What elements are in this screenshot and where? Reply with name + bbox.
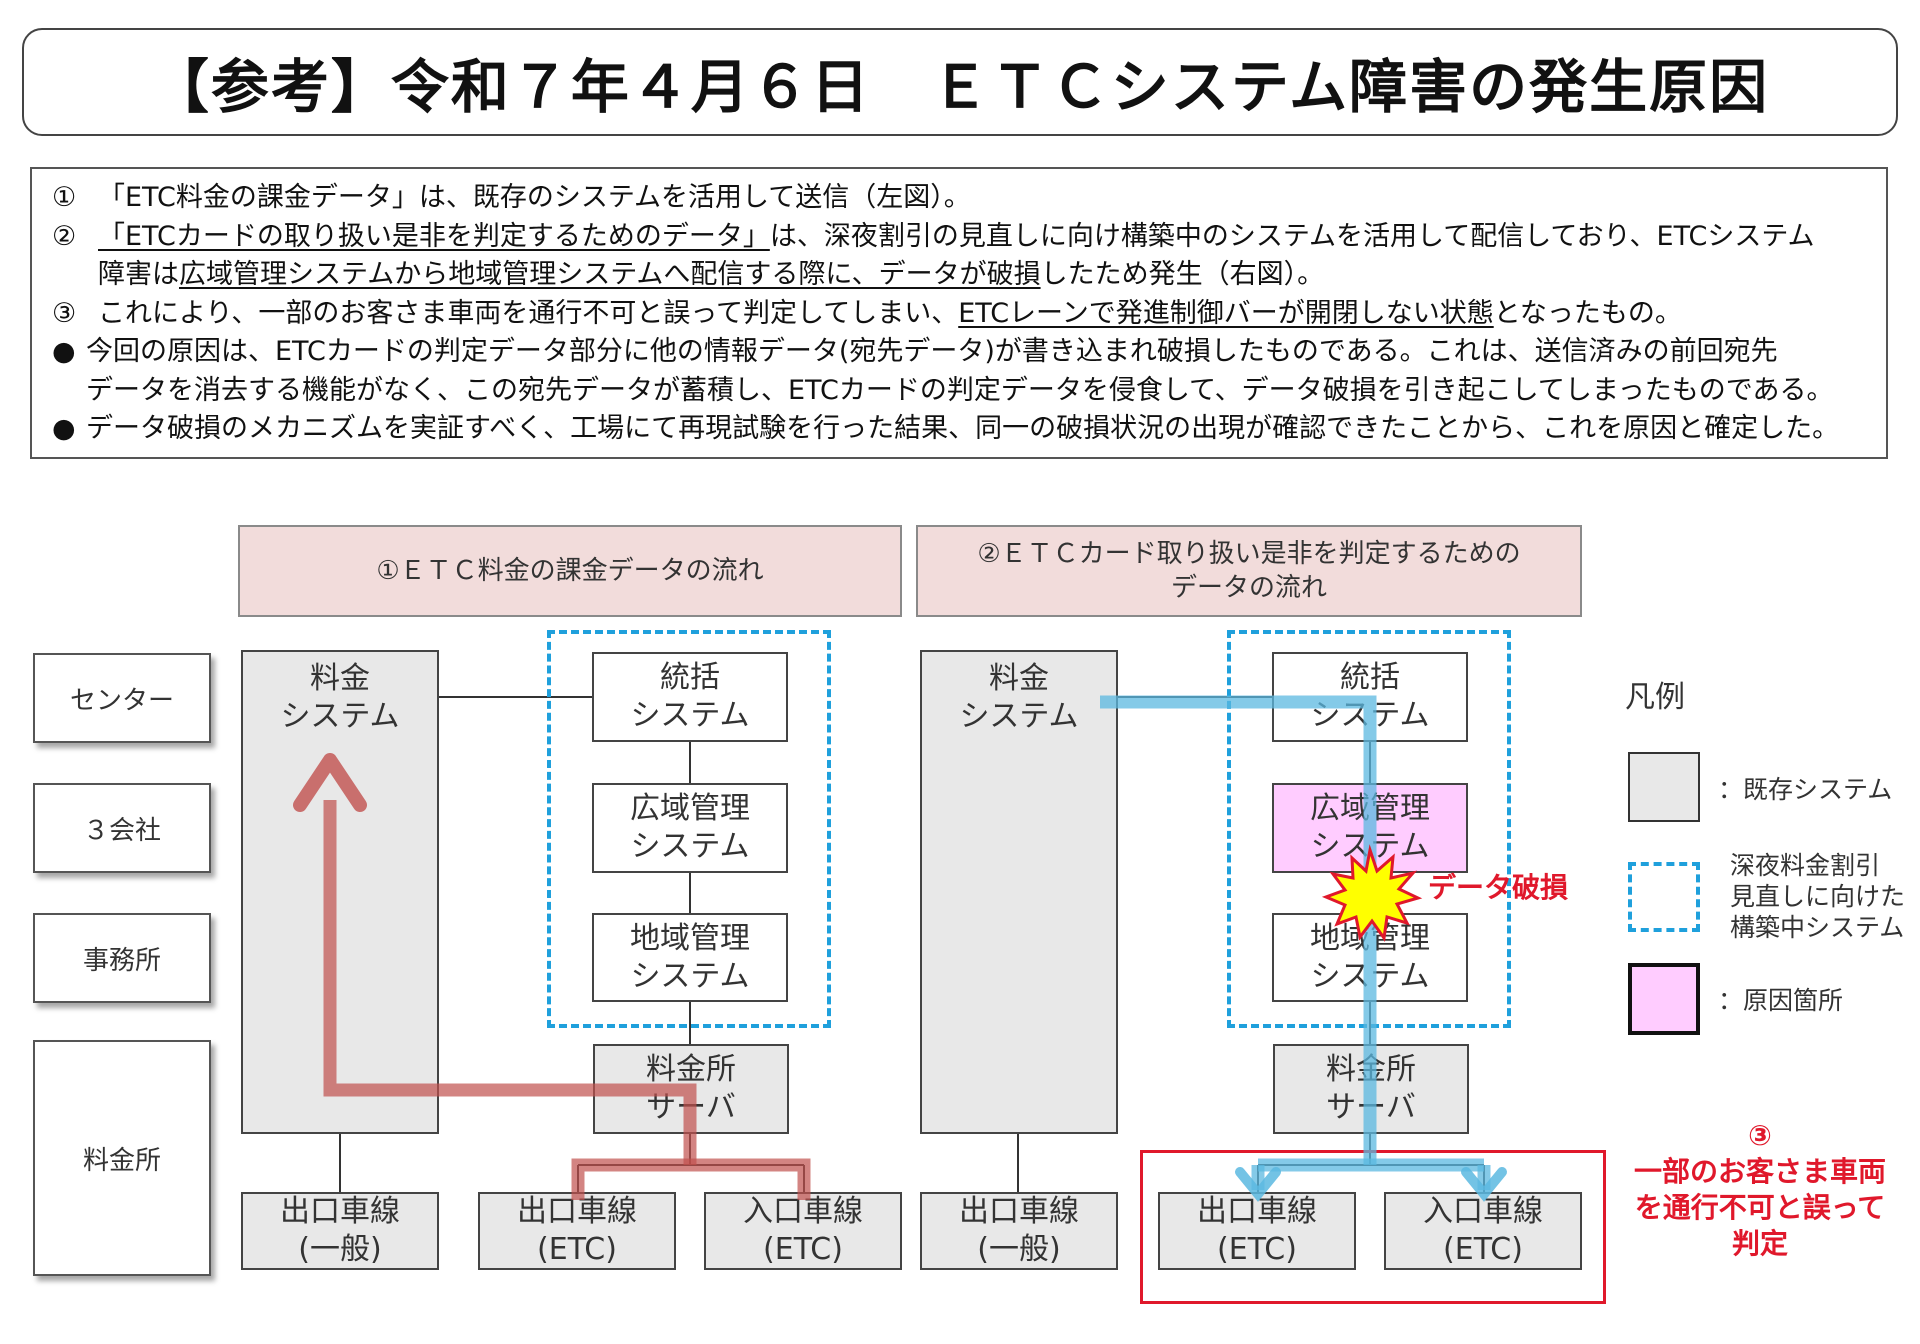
note-text: となったもの。	[1493, 297, 1682, 329]
left-exit-lane-general-box: 出口車線 (一般)	[241, 1192, 439, 1270]
right-panel-header: ②ＥＴＣカード取り扱い是非を判定するための データの流れ	[916, 525, 1582, 617]
left-exit-lane-etc-box: 出口車線 (ETC)	[478, 1192, 676, 1270]
left-unified-system-box: 統括 システム	[592, 652, 788, 742]
burst-icon	[1321, 844, 1423, 942]
note-mark: ③	[52, 297, 77, 329]
notes-box: ① 「ETC料金の課金データ」は、既存のシステムを活用して送信（左図）。 ② 「ETC…	[30, 167, 1888, 459]
note-line: ① 「ETC料金の課金データ」は、既存のシステムを活用して送信（左図）。	[52, 179, 1870, 218]
left-wide-area-system-box: 広域管理 システム	[592, 783, 788, 873]
legend-title: 凡例	[1625, 680, 1685, 715]
note-line: データを消去する機能がなく、この宛先データが蓄積し、ETCカードの判定データを侵…	[52, 372, 1870, 411]
note-line: ③ これにより、一部のお客さま車両を通行不可と誤って判定してしまい、ETCレーンで…	[52, 295, 1870, 334]
right-exit-lane-general-box: 出口車線 (一般)	[920, 1192, 1118, 1270]
left-new-system-group	[547, 630, 831, 1028]
note-text: 障害は	[98, 259, 179, 290]
left-panel-header: ①ＥＴＣ料金の課金データの流れ	[238, 525, 902, 617]
page-title: 【参考】令和７年４月６日 ＥＴＣシステム障害の発生原因	[22, 28, 1898, 136]
note-text: データ破損のメカニズムを実証すべく、工場にて再現試験を行った結果、同一の破損状況…	[86, 413, 1840, 444]
note-mark: ●	[52, 336, 76, 367]
note-text: したため発生（右図）。	[1040, 259, 1325, 290]
left-toll-system-box: 料金 システム	[241, 650, 439, 1134]
right-toll-system-box: 料金 システム	[920, 650, 1118, 1134]
note-text: 広域管理システムから地域管理システムへ配信する際に、データが破損	[179, 259, 1041, 290]
arrow-down-icon	[1235, 1167, 1507, 1202]
note-line: ② 「ETCカードの取り扱い是非を判定するためのデータ」は、深夜割引の見直しに向け…	[52, 218, 1870, 257]
note-text: これにより、一部のお客さま車両を通行不可と誤って判定してしまい、	[98, 297, 959, 329]
note-text: 「ETCカードの取り扱い是非を判定するためのデータ」	[98, 220, 770, 252]
note-mark: ●	[52, 413, 76, 444]
arrow-up-icon	[293, 753, 367, 812]
note-text: 「ETC料金の課金データ」は、既存のシステムを活用して送信（左図）。	[98, 182, 971, 213]
note-line: ● 今回の原因は、ETCカードの判定データ部分に他の情報データ(宛先データ)が書き…	[52, 333, 1870, 372]
note-text: データを消去する機能がなく、この宛先データが蓄積し、ETCカードの判定データを侵…	[86, 374, 1834, 406]
row-label-office: 事務所	[33, 913, 211, 1003]
row-label-center: センター	[33, 653, 211, 743]
row-label-tollgate: 料金所	[33, 1040, 211, 1276]
note-text: ETCレーンで発進制御バーが開閉しない状態	[958, 297, 1494, 329]
row-label-three-companies: ３会社	[33, 783, 211, 873]
left-entry-lane-etc-box: 入口車線 (ETC)	[704, 1192, 902, 1270]
legend-cause-swatch	[1628, 963, 1700, 1035]
note-text: 今回の原因は、ETCカードの判定データ部分に他の情報データ(宛先データ)が書き込…	[86, 336, 1778, 367]
legend-new-system-swatch	[1628, 862, 1700, 932]
left-red-flow-line	[323, 800, 697, 1165]
misjudgment-label: ③ 一部のお客さま車両 を通行不可と誤って 判定	[1633, 1119, 1886, 1260]
left-regional-system-box: 地域管理 システム	[592, 913, 788, 1002]
legend-existing-label: ：既存システム	[1718, 775, 1893, 804]
legend-cause-label: ：原因箇所	[1718, 986, 1844, 1015]
right-blue-flow-line	[1100, 695, 1377, 1165]
note-text: は、深夜割引の見直しに向け構築中のシステムを活用して配信しており、ETCシステム	[769, 220, 1815, 252]
data-damage-label: データ破損	[1428, 871, 1569, 904]
note-mark: ②	[52, 220, 77, 252]
left-red-lane-bracket	[571, 1158, 811, 1200]
legend-new-system-label: 深夜料金割引 見直しに向けた 構築中システム	[1730, 851, 1906, 942]
note-line: ● データ破損のメカニズムを実証すべく、工場にて再現試験を行った結果、同一の破損状…	[52, 410, 1870, 449]
legend-existing-swatch	[1628, 752, 1700, 822]
note-mark: ①	[52, 182, 77, 213]
note-line: 障害は広域管理システムから地域管理システムへ配信する際に、データが破損したため発…	[52, 256, 1870, 295]
right-entry-lane-etc-box: 入口車線 (ETC)	[1384, 1192, 1582, 1270]
